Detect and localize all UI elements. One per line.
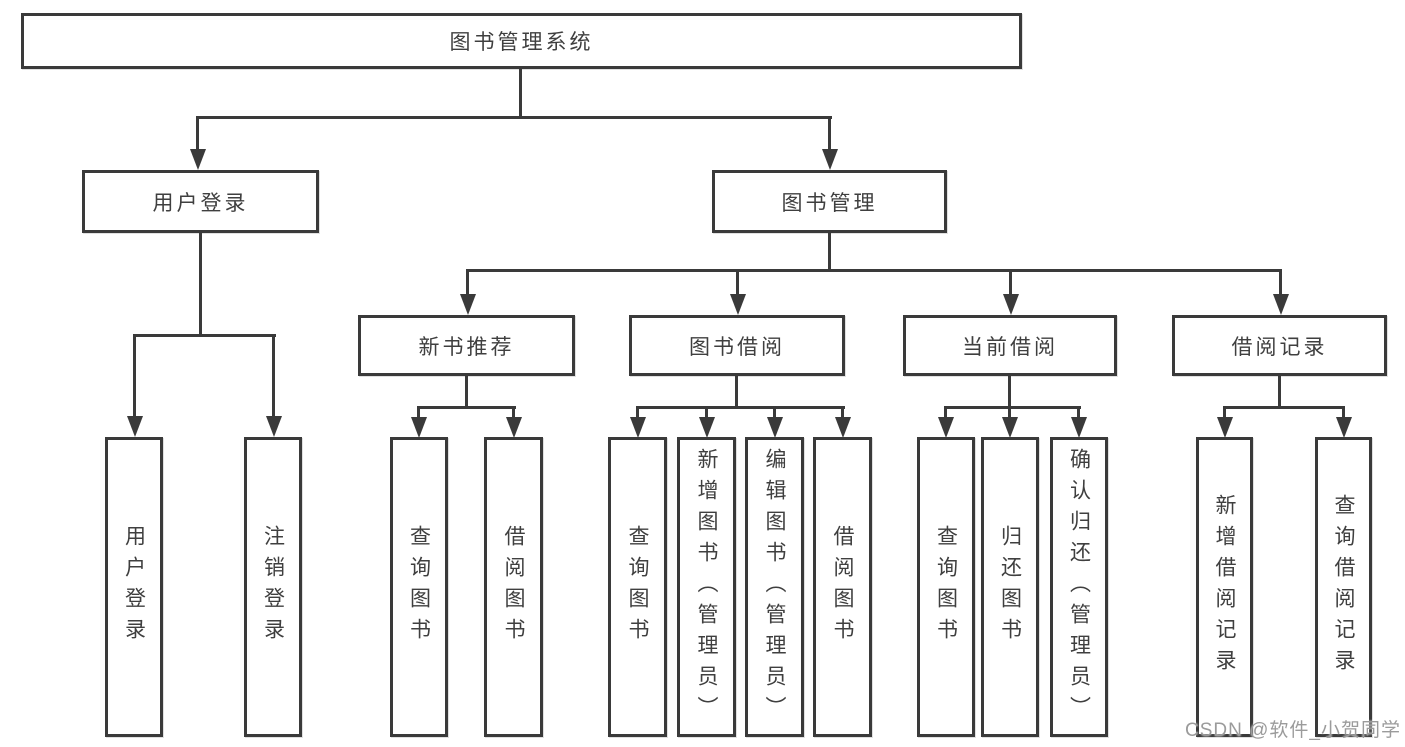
connector-leaf-bar <box>417 406 516 409</box>
node-library-management-system: 图书管理系统 <box>21 13 1022 69</box>
connector-level3-stem <box>1279 271 1282 295</box>
arrow-down-marker <box>1071 417 1087 438</box>
connector-drop <box>735 376 738 409</box>
node-current-borrowing: 当前借阅 <box>903 315 1117 376</box>
leaf-user-login: 用户登录 <box>105 437 163 737</box>
leaf-borrow-books-recommend: 借阅图书 <box>484 437 543 737</box>
leaf-add-borrow-record: 新增借阅记录 <box>1196 437 1253 737</box>
connector-leaf-bar <box>944 406 1081 409</box>
leaf-borrow-books-borrowing: 借阅图书 <box>813 437 872 737</box>
connector-leaf-bar <box>1223 406 1345 409</box>
csdn-watermark: CSDN @软件_小贺同学 <box>1185 720 1401 741</box>
connector-level3-stem <box>1009 271 1012 295</box>
connector-leaf-stem <box>1008 408 1011 418</box>
connector-leaf-stem <box>944 408 947 418</box>
leaf-query-books-recommend: 查询图书 <box>390 437 448 737</box>
leaf-return-book: 归还图书 <box>981 437 1039 737</box>
connector-root-stem <box>519 69 522 118</box>
arrow-down-marker <box>1217 417 1233 438</box>
node-book-management: 图书管理 <box>712 170 947 233</box>
connector-leaf-stem <box>512 408 515 418</box>
connector-leaf-stem <box>705 408 708 418</box>
connector-leaf-stem <box>636 408 639 418</box>
connector-leaf-stem <box>1077 408 1080 418</box>
connector-drop <box>465 376 468 409</box>
arrow-down-marker <box>1336 417 1352 438</box>
leaf-query-borrow-record: 查询借阅记录 <box>1315 437 1372 737</box>
connector-leaf-stem <box>417 408 420 418</box>
leaf-query-books-current: 查询图书 <box>917 437 975 737</box>
connector-user-login-stem <box>196 118 199 150</box>
connector-leaf-stem <box>133 336 136 417</box>
connector-leaf-stem <box>272 336 275 417</box>
leaf-add-book-admin: 新增图书（管理员） <box>677 437 736 737</box>
connector-drop <box>1008 376 1011 409</box>
arrow-down-marker <box>938 417 954 438</box>
arrow-down-marker <box>730 294 746 315</box>
arrow-down-marker <box>835 417 851 438</box>
arrow-down-marker <box>190 149 206 170</box>
arrow-down-marker <box>767 417 783 438</box>
leaf-query-books-borrowing: 查询图书 <box>608 437 667 737</box>
arrow-down-marker <box>460 294 476 315</box>
node-book-borrowing: 图书借阅 <box>629 315 845 376</box>
arrow-down-marker <box>266 416 282 437</box>
arrow-down-marker <box>1002 417 1018 438</box>
connector-level3-stem <box>466 271 469 295</box>
connector-level3-stem <box>736 271 739 295</box>
leaf-logout: 注销登录 <box>244 437 302 737</box>
arrow-down-marker <box>699 417 715 438</box>
connector-book-mgmt-stem <box>828 118 831 150</box>
node-new-book-recommend: 新书推荐 <box>358 315 575 376</box>
node-user-login: 用户登录 <box>82 170 319 233</box>
connector-book-mgmt-drop <box>828 233 831 272</box>
arrow-down-marker <box>1273 294 1289 315</box>
arrow-down-marker <box>630 417 646 438</box>
arrow-down-marker <box>127 416 143 437</box>
node-borrowing-records: 借阅记录 <box>1172 315 1387 376</box>
arrow-down-marker <box>1003 294 1019 315</box>
leaf-edit-book-admin: 编辑图书（管理员） <box>745 437 804 737</box>
connector-leaf-bar <box>636 406 845 409</box>
connector-drop <box>1278 376 1281 409</box>
connector-level2-bar <box>196 116 832 119</box>
connector-level3-bar <box>466 269 1282 272</box>
connector-leaf-stem <box>841 408 844 418</box>
arrow-down-marker <box>822 149 838 170</box>
connector-leaf-stem <box>773 408 776 418</box>
connector-leaf-stem <box>1342 408 1345 418</box>
leaf-confirm-return-admin: 确认归还（管理员） <box>1050 437 1108 737</box>
connector-leaf-stem <box>1223 408 1226 418</box>
arrow-down-marker <box>506 417 522 438</box>
connector-user-login-drop <box>199 233 202 337</box>
connector-user-login-bar <box>133 334 276 337</box>
arrow-down-marker <box>411 417 427 438</box>
